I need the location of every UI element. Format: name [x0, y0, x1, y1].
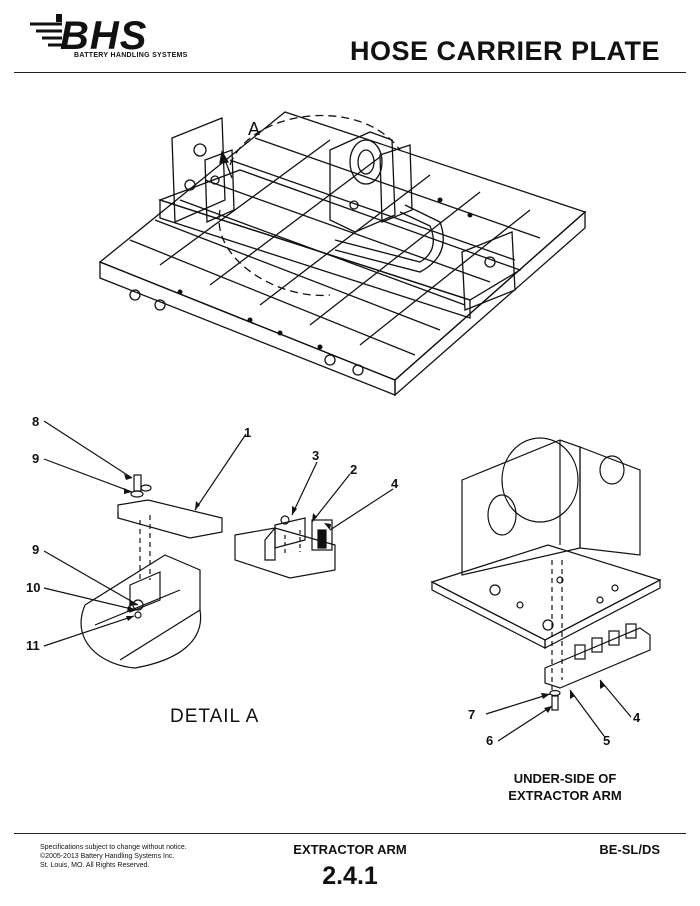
- callout-11: 11: [26, 638, 40, 653]
- callout-9: 9: [32, 451, 40, 466]
- legal-line-1: Specifications subject to change without…: [40, 844, 187, 851]
- callout-7: 7: [468, 707, 476, 722]
- logo-subtitle: BATTERY HANDLING SYSTEMS: [74, 52, 188, 59]
- underside-caption-line1: UNDER-SIDE OF: [513, 771, 617, 786]
- callout-9-lower: 9: [32, 542, 40, 557]
- callout-8: 8: [32, 414, 40, 429]
- bhs-logo: BHS: [60, 14, 148, 58]
- legal-line-3: St. Louis, MO. All Rights Reserved.: [40, 862, 150, 869]
- legal-line-2: ©2005-2013 Battery Handling Systems Inc.: [40, 853, 175, 860]
- footer-divider: [14, 833, 686, 834]
- underside-caption-line2: EXTRACTOR ARM: [508, 788, 622, 803]
- callout-3: 3: [312, 448, 320, 463]
- callout-10: 10: [26, 580, 41, 595]
- view-letter-a: A: [248, 119, 261, 139]
- callout-2: 2: [350, 462, 358, 477]
- section-name: EXTRACTOR ARM: [293, 842, 407, 857]
- model-code: BE-SL/DS: [599, 842, 660, 857]
- detail-a-label: DETAIL A: [170, 706, 260, 727]
- callout-4: 4: [391, 476, 399, 491]
- callout-6: 6: [486, 733, 494, 748]
- callout-1: 1: [244, 425, 252, 440]
- section-number: 2.4.1: [322, 862, 378, 890]
- callout-5: 5: [603, 733, 611, 748]
- page-title: HOSE CARRIER PLATE: [349, 36, 660, 66]
- callout-4-underside: 4: [633, 710, 641, 725]
- header-divider: [14, 72, 686, 73]
